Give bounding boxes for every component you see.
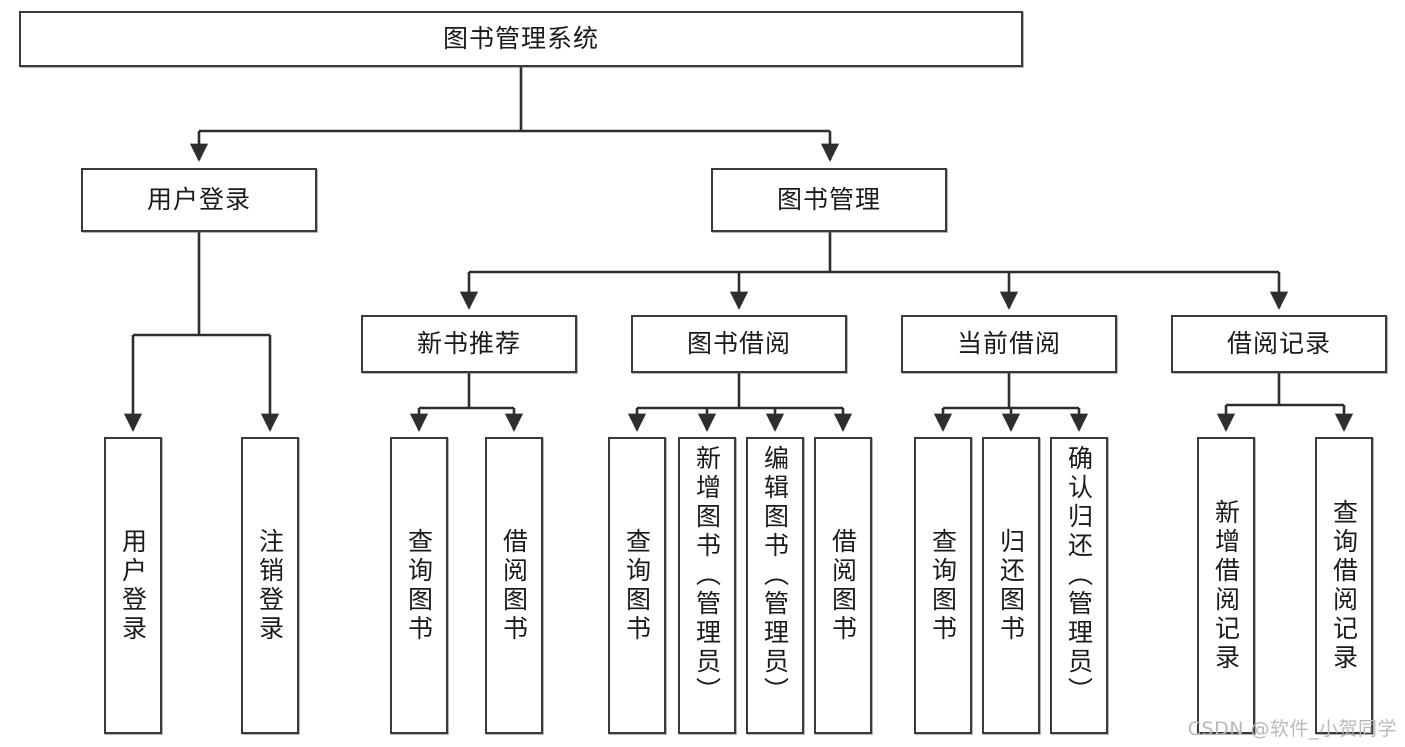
node-label: 用户登录 [146,185,251,215]
leaf-query-book-recommend[interactable]: 查询图书 [390,437,448,734]
node-label: 新增借阅记录 [1211,498,1241,673]
leaf-confirm-return[interactable]: 确认归还（管理员） [1050,437,1108,734]
node-label: 注销登录 [255,527,285,644]
node-new-book-recommend[interactable]: 新书推荐 [361,315,577,373]
leaf-add-book[interactable]: 新增图书（管理员） [678,437,736,734]
node-label: 确认归还（管理员） [1064,445,1094,706]
node-label: 新增图书（管理员） [692,445,722,706]
node-label: 借阅记录 [1226,329,1331,359]
node-label: 编辑图书（管理员） [760,445,790,706]
node-label: 当前借阅 [956,329,1061,359]
node-label: 图书借阅 [686,329,791,359]
node-book-manage[interactable]: 图书管理 [711,168,947,232]
csdn-watermark: CSDN @软件_小贺同学 [1187,718,1397,740]
node-label: 借阅图书 [499,527,529,644]
leaf-query-borrow-record[interactable]: 查询借阅记录 [1315,437,1373,734]
leaf-query-book-current[interactable]: 查询图书 [914,437,972,734]
node-book-borrow[interactable]: 图书借阅 [631,315,847,373]
node-label: 查询借阅记录 [1329,498,1359,673]
leaf-user-login[interactable]: 用户登录 [104,437,162,734]
node-label: 用户登录 [118,527,148,644]
leaf-borrow-book[interactable]: 借阅图书 [814,437,872,734]
leaf-borrow-book-recommend[interactable]: 借阅图书 [485,437,543,734]
node-label: 图书管理 [776,185,881,215]
leaf-query-book-borrow[interactable]: 查询图书 [608,437,666,734]
node-label: 图书管理系统 [442,24,599,54]
leaf-edit-book[interactable]: 编辑图书（管理员） [746,437,804,734]
node-borrow-record[interactable]: 借阅记录 [1171,315,1387,373]
node-current-borrow[interactable]: 当前借阅 [901,315,1117,373]
node-label: 查询图书 [928,527,958,644]
node-label: 新书推荐 [416,329,521,359]
node-label: 归还图书 [996,527,1026,644]
leaf-return-book[interactable]: 归还图书 [982,437,1040,734]
node-label: 查询图书 [404,527,434,644]
node-user-login[interactable]: 用户登录 [81,168,317,232]
leaf-logout-login[interactable]: 注销登录 [241,437,299,734]
node-root-system[interactable]: 图书管理系统 [19,11,1023,67]
leaf-add-borrow-record[interactable]: 新增借阅记录 [1197,437,1255,734]
node-label: 查询图书 [622,527,652,644]
node-label: 借阅图书 [828,527,858,644]
